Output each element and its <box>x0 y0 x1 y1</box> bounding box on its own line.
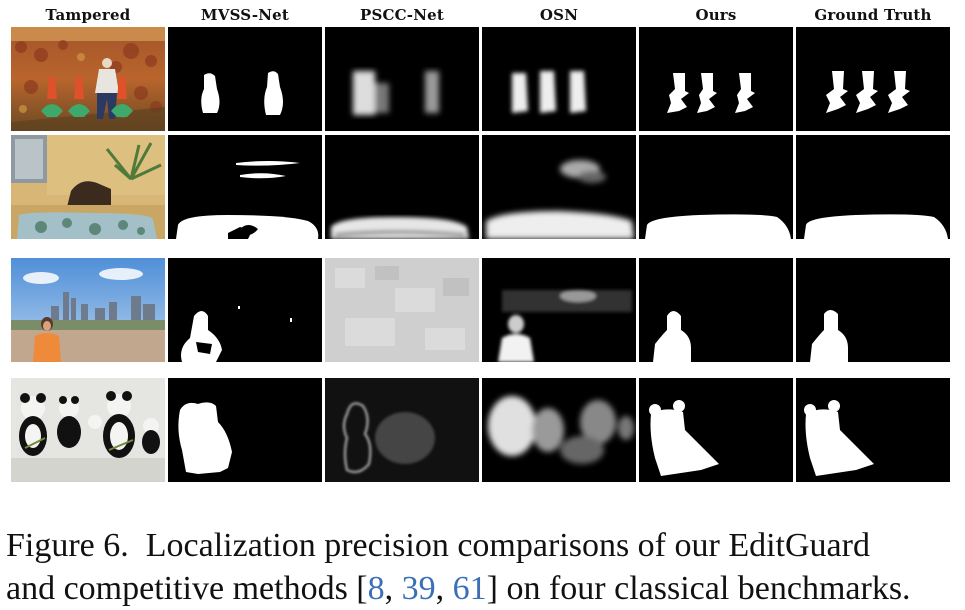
caption-line-1-text: Localization precision comparisons of ou… <box>145 527 870 564</box>
citation-link-39[interactable]: 39 <box>401 570 436 607</box>
ours-mask-pandas <box>639 378 793 482</box>
mvss-net-mask-pandas <box>168 378 322 482</box>
tampered-image-field <box>11 27 165 131</box>
caption-label: Figure 6. <box>6 527 129 564</box>
header-ours: Ours <box>695 6 737 24</box>
ground-truth-mask-city <box>796 258 950 362</box>
osn-mask-office <box>482 135 636 239</box>
tampered-image-city <box>11 258 165 362</box>
citation-link-8[interactable]: 8 <box>367 570 385 607</box>
pscc-net-mask-field <box>325 27 479 131</box>
figure-caption: Figure 6. Localization precision compari… <box>6 524 961 610</box>
mvss-net-mask-field <box>168 27 322 131</box>
ground-truth-mask-office <box>796 135 950 239</box>
ours-mask-office <box>639 135 793 239</box>
caption-sep-2: , <box>435 570 453 607</box>
pscc-net-mask-office <box>325 135 479 239</box>
mvss-net-mask-office <box>168 135 322 239</box>
osn-mask-city <box>482 258 636 362</box>
caption-line-2-after: ] on four classical benchmarks. <box>486 570 911 607</box>
osn-mask-pandas <box>482 378 636 482</box>
ours-mask-field <box>639 27 793 131</box>
pscc-net-mask-city <box>325 258 479 362</box>
caption-line-1: Figure 6. Localization precision compari… <box>6 524 961 567</box>
ours-mask-city <box>639 258 793 362</box>
header-osn: OSN <box>539 6 579 24</box>
ground-truth-mask-pandas <box>796 378 950 482</box>
tampered-image-pandas <box>11 378 165 482</box>
caption-line-2-before: and competitive methods [ <box>6 570 368 607</box>
caption-sep-1: , <box>384 570 402 607</box>
pscc-net-mask-pandas <box>325 378 479 482</box>
header-mvss-net: MVSS-Net <box>200 6 290 24</box>
header-tampered: Tampered <box>45 6 131 24</box>
caption-line-2: and competitive methods [8, 39, 61] on f… <box>6 567 961 610</box>
tampered-image-office <box>11 135 165 239</box>
ground-truth-mask-field <box>796 27 950 131</box>
header-pscc-net: PSCC-Net <box>360 6 444 24</box>
mvss-net-mask-city <box>168 258 322 362</box>
citation-link-61[interactable]: 61 <box>452 570 487 607</box>
header-ground-truth: Ground Truth <box>814 6 932 24</box>
osn-mask-field <box>482 27 636 131</box>
